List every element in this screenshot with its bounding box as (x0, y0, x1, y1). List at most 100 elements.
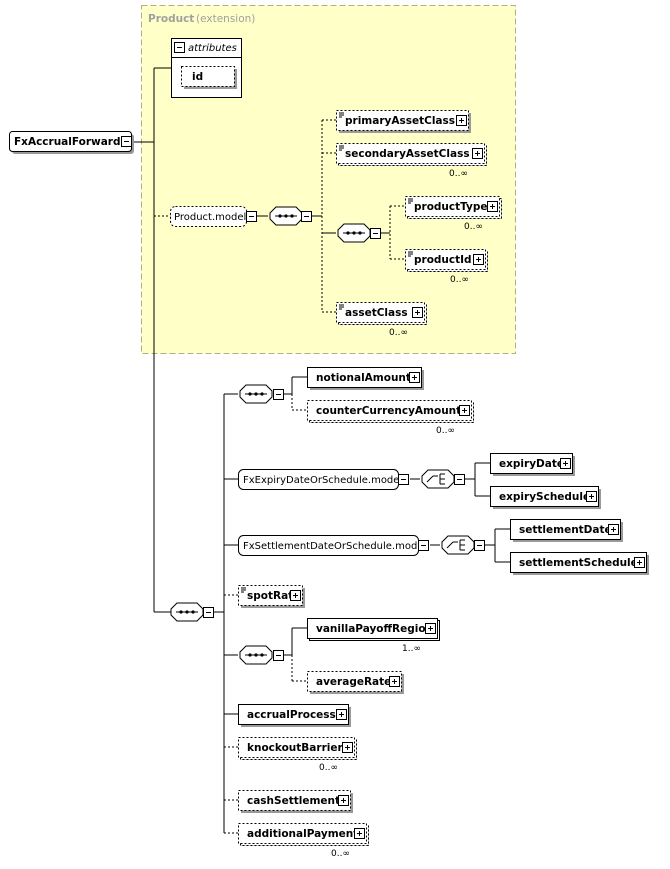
element-box (307, 367, 422, 388)
element-primary-asset-class[interactable]: primaryAssetClass (336, 110, 472, 134)
connectors (133, 67, 510, 834)
element-spot-rate[interactable]: spotRate (238, 585, 306, 609)
element-label: averageRate (316, 676, 391, 688)
element-notional-amount[interactable]: notionalAmount (307, 367, 425, 391)
root-element[interactable]: FxAccrualForward (9, 131, 135, 155)
extension-title: Product (148, 13, 194, 25)
element-box (238, 585, 303, 606)
element-label: spotRate (247, 590, 300, 602)
expand-icon[interactable] (290, 590, 301, 601)
element-label: assetClass (345, 307, 408, 319)
expand-icon[interactable] (425, 623, 436, 634)
element-box (307, 400, 472, 421)
expand-icon[interactable] (342, 742, 353, 753)
cardinality-label: 0..∞ (436, 426, 455, 436)
documentation-icon (408, 198, 413, 204)
expand-icon[interactable] (338, 795, 349, 806)
element-label: settlementDate (519, 524, 612, 536)
element-label: productId (414, 254, 472, 266)
element-box (307, 671, 402, 692)
element-cash-settlement[interactable]: cashSettlement (238, 790, 354, 814)
element-product-type[interactable]: productType 0..∞ (405, 196, 503, 233)
cardinality-label: 0..∞ (450, 275, 469, 285)
cardinality-label: 0..∞ (319, 763, 338, 773)
expand-icon[interactable] (354, 828, 365, 839)
element-label: notionalAmount (316, 372, 411, 384)
documentation-icon (339, 304, 344, 310)
cardinality-label: 1..∞ (402, 644, 421, 654)
element-settlement-date[interactable]: settlementDate (510, 519, 624, 543)
main-sequence-compositor[interactable] (170, 602, 214, 622)
element-asset-class[interactable]: assetClass 0..∞ (336, 302, 428, 339)
notional-sequence-compositor[interactable] (239, 384, 284, 404)
element-box (336, 302, 425, 323)
expiry-choice-compositor[interactable] (421, 469, 465, 489)
element-label: cashSettlement (247, 795, 340, 807)
element-label: accrualProcess (247, 709, 336, 721)
cardinality-label: 0..∞ (389, 328, 408, 338)
cardinality-label: 0..∞ (331, 849, 350, 859)
element-label: expirySchedule (499, 491, 590, 503)
expand-icon[interactable] (586, 491, 597, 502)
element-label: primaryAssetClass (345, 115, 455, 127)
element-label: additionalPayment (247, 828, 358, 840)
extension-subtitle: (extension) (196, 13, 255, 25)
elements-layer: primaryAssetClasssecondaryAssetClass0..∞… (238, 110, 650, 860)
element-box (490, 453, 573, 474)
cardinality-label: 0..∞ (464, 222, 483, 232)
element-accrual-process[interactable]: accrualProcess (238, 704, 352, 728)
element-box (238, 737, 355, 758)
element-counter-currency-amount[interactable]: counterCurrencyAmount 0..∞ (307, 400, 475, 437)
element-expiry-date[interactable]: expiryDate (490, 453, 576, 477)
expand-icon[interactable] (336, 709, 347, 720)
documentation-icon (339, 112, 344, 118)
element-label: productType (414, 201, 488, 213)
element-box (336, 110, 469, 131)
expand-icon[interactable] (473, 254, 484, 265)
vanilla-sequence-compositor[interactable] (239, 645, 284, 665)
element-knockout-barrier[interactable]: knockoutBarrier 0..∞ (238, 737, 358, 774)
attributes-box[interactable]: attributes id (171, 38, 242, 98)
element-label: counterCurrencyAmount (316, 405, 461, 417)
settlement-group-label: FxSettlementDateOrSchedule.model (243, 541, 426, 552)
element-box (490, 486, 599, 507)
product-sequence-compositor[interactable] (269, 206, 312, 226)
expiry-group-ref[interactable]: FxExpiryDateOrSchedule.model (238, 469, 409, 490)
element-product-id[interactable]: productId 0..∞ (405, 249, 489, 286)
root-label: FxAccrualForward (14, 136, 120, 148)
documentation-icon (408, 251, 413, 257)
expand-icon[interactable] (634, 557, 645, 568)
settlement-choice-compositor[interactable] (441, 535, 485, 555)
product-model-label: Product.model (174, 212, 246, 223)
documentation-icon (339, 145, 344, 151)
expand-icon[interactable] (412, 307, 423, 318)
settlement-group-ref[interactable]: FxSettlementDateOrSchedule.model (238, 535, 429, 556)
element-box (510, 552, 647, 573)
element-box (238, 823, 367, 844)
element-expiry-schedule[interactable]: expirySchedule (490, 486, 602, 510)
product-model-group[interactable]: Product.model (170, 206, 257, 227)
expiry-group-label: FxExpiryDateOrSchedule.model (243, 475, 402, 486)
expand-icon[interactable] (560, 458, 571, 469)
expand-icon[interactable] (472, 148, 483, 159)
element-settlement-schedule[interactable]: settlementSchedule (510, 552, 650, 576)
element-label: settlementSchedule (519, 557, 638, 569)
documentation-icon (241, 587, 246, 593)
expand-icon[interactable] (456, 115, 467, 126)
element-label: secondaryAssetClass (345, 148, 470, 160)
expand-icon[interactable] (487, 201, 498, 212)
expand-icon[interactable] (409, 372, 420, 383)
element-label: knockoutBarrier (247, 742, 343, 754)
expand-icon[interactable] (608, 524, 619, 535)
element-box (405, 196, 500, 217)
element-average-rate[interactable]: averageRate (307, 671, 405, 695)
expand-icon[interactable] (389, 676, 400, 687)
product-choice-compositor[interactable] (337, 223, 381, 243)
element-box (510, 519, 621, 540)
expand-icon[interactable] (459, 405, 470, 416)
element-box (238, 704, 349, 725)
element-additional-payment[interactable]: additionalPayment 0..∞ (238, 823, 370, 860)
